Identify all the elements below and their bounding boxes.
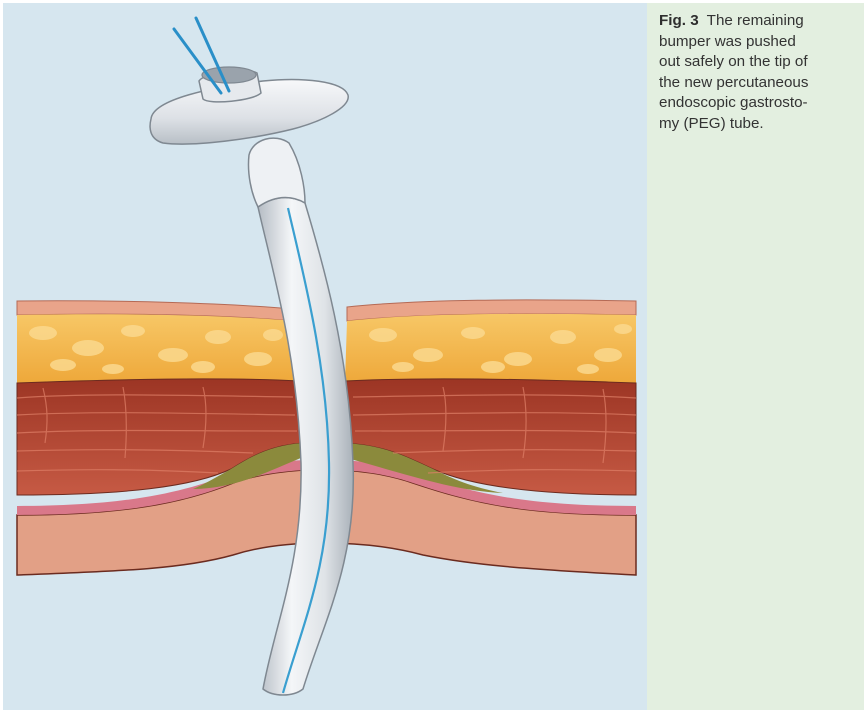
caption-line-1: The remaining	[707, 12, 804, 29]
tube-tip	[248, 138, 305, 207]
fat-layer-left	[17, 314, 299, 383]
caption-line-5: endoscopic gastrosto-	[659, 94, 808, 111]
figure-caption: Fig. 3 The remaining bumper was pushed out …	[659, 11, 854, 135]
caption-panel: Fig. 3 The remaining bumper was pushed out …	[647, 3, 864, 710]
caption-line-2: bumper was pushed	[659, 33, 796, 50]
illustration-panel	[3, 3, 647, 710]
caption-line-4: the new percutaneous	[659, 74, 808, 91]
caption-line-3: out safely on the tip of	[659, 53, 808, 70]
caption-line-6: my (PEG) tube.	[659, 115, 764, 132]
figure-label: Fig. 3	[659, 12, 699, 29]
peg-tube-illustration	[3, 3, 647, 710]
abdominal-wall-left	[17, 301, 303, 495]
bumper	[150, 67, 348, 144]
